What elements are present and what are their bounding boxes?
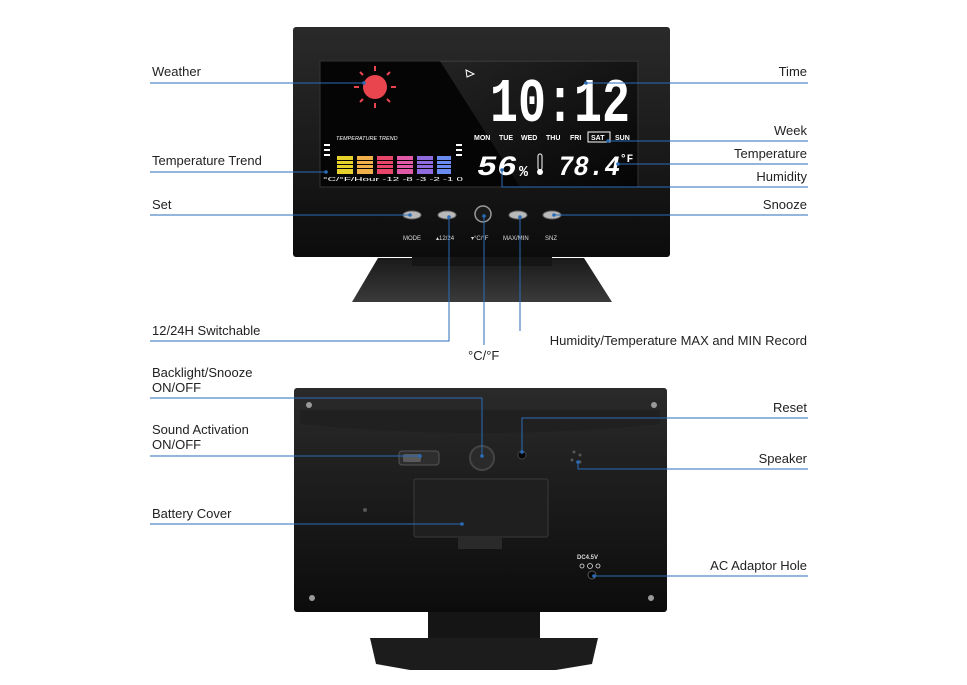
- callout-week: Week: [774, 123, 807, 138]
- callout-max-min: Humidity/Temperature MAX and MIN Record: [550, 333, 807, 348]
- callout-reset: Reset: [773, 400, 807, 415]
- humidity-value: 56: [477, 153, 517, 184]
- lcd-glare: [440, 61, 638, 187]
- switch-1224-button-label: ▴12/24: [436, 236, 455, 242]
- thermometer-icon: [537, 153, 543, 175]
- weekday-label: FRI: [570, 135, 581, 142]
- temperature-trend-graph: TEMPERATURE TREND °C/°F/Hour -12 -8 -3 -…: [323, 136, 463, 183]
- temperature-unit: °F: [620, 154, 633, 166]
- max-min-button-label: MAX/MIN: [503, 236, 529, 242]
- callout-lines: [150, 81, 808, 578]
- screw-icons: [306, 402, 657, 601]
- back-upper-panel: [300, 410, 660, 433]
- small-screw-icon: [363, 508, 367, 512]
- sound-activation-switch-knob[interactable]: [403, 454, 421, 462]
- time-display: 10:12: [490, 69, 630, 140]
- snooze-button-label: SNZ: [545, 236, 557, 242]
- sun-icon: [354, 66, 396, 108]
- callout-weather: Weather: [152, 64, 202, 79]
- back-view: DC4.5V: [294, 388, 667, 670]
- trend-title: TEMPERATURE TREND: [336, 136, 398, 142]
- polarity-icon: [579, 563, 601, 569]
- callout-sound-line1: Sound Activation: [152, 422, 249, 437]
- backlight-sensor-button[interactable]: [474, 205, 492, 223]
- callout-humidity: Humidity: [756, 169, 807, 184]
- trend-axis-labels: °C/°F/Hour -12 -8 -3 -2 -1 0: [323, 177, 463, 183]
- callout-12-24h: 12/24H Switchable: [152, 323, 260, 338]
- callout-speaker: Speaker: [759, 451, 808, 466]
- callout-backlight-line1: Backlight/Snooze: [152, 365, 252, 380]
- callout-snooze: Snooze: [763, 197, 807, 212]
- weekday-label: WED: [521, 135, 537, 142]
- callout-sound-line2: ON/OFF: [152, 437, 201, 452]
- callout-backlight-line2: ON/OFF: [152, 380, 201, 395]
- callout-labels: Weather Temperature Trend Set 12/24H Swi…: [152, 64, 808, 573]
- back-stand: [370, 638, 598, 670]
- weekday-row: MON TUE WED THU FRI SAT SUN: [474, 131, 630, 143]
- weekday-label-selected: SAT: [591, 135, 605, 142]
- callout-time: Time: [779, 64, 807, 79]
- front-view: 10:12 MON TUE WED THU FRI SAT SUN TEMPER…: [293, 27, 670, 302]
- weekday-label: THU: [546, 135, 560, 142]
- callout-set: Set: [152, 197, 172, 212]
- callout-celsius-fahrenheit: °C/°F: [468, 348, 499, 363]
- weekday-label: TUE: [499, 135, 513, 142]
- humidity-unit: %: [519, 164, 529, 181]
- callout-ac-adaptor: AC Adaptor Hole: [710, 558, 807, 573]
- switch-1224-button[interactable]: [437, 210, 457, 220]
- weekday-label: SUN: [615, 135, 630, 142]
- selected-weekday-box: [587, 131, 611, 143]
- celsius-fahrenheit-button-label: ▾°C/°F: [471, 236, 489, 242]
- max-min-button[interactable]: [508, 210, 528, 220]
- front-stand: [352, 258, 612, 302]
- callout-battery-cover: Battery Cover: [152, 506, 232, 521]
- front-buttons: MODE ▴12/24 ▾°C/°F MAX/MIN SNZ: [402, 205, 562, 242]
- callout-temperature-trend: Temperature Trend: [152, 153, 262, 168]
- callout-temperature: Temperature: [734, 146, 807, 161]
- mode-button-label: MODE: [403, 236, 421, 242]
- battery-cover-tab: [458, 537, 502, 549]
- alarm-bell-icon: [465, 69, 476, 78]
- dc-voltage-label: DC4.5V: [577, 555, 598, 561]
- battery-cover[interactable]: [413, 478, 549, 538]
- temperature-value: 78.4: [558, 153, 620, 184]
- weekday-label: MON: [474, 135, 490, 142]
